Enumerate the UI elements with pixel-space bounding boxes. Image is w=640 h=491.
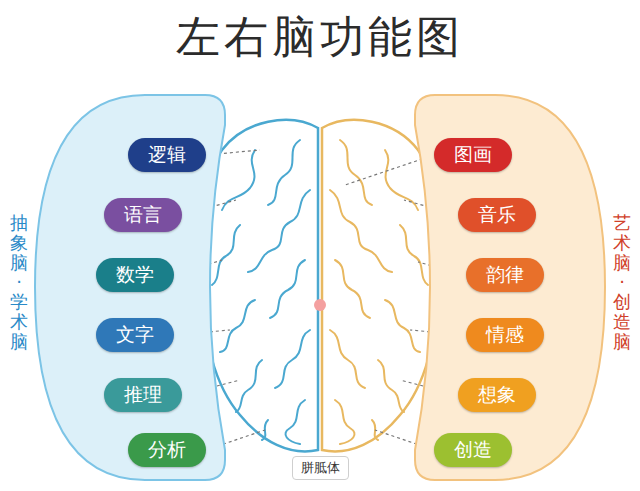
function-label: 音乐 [478,202,516,228]
function-label: 分析 [148,437,186,463]
function-label: 推理 [124,382,162,408]
function-pill: 推理 [104,378,182,412]
function-label: 数学 [116,262,154,288]
label-box: 胼胝体 [292,456,349,480]
function-label: 语言 [124,202,162,228]
diagram-title: 左右脑功能图 [0,8,640,67]
function-pill: 文字 [96,318,174,352]
function-label: 图画 [454,142,492,168]
function-label: 韵律 [486,262,524,288]
function-pill: 语言 [104,198,182,232]
function-label: 情感 [486,322,524,348]
function-label: 想象 [478,382,516,408]
function-pill: 想象 [458,378,536,412]
function-pill: 韵律 [466,258,544,292]
function-label: 创造 [454,437,492,463]
part-label: 胼胝体 [301,460,340,475]
function-pill: 音乐 [458,198,536,232]
function-label: 逻辑 [148,142,186,168]
function-pill: 逻辑 [128,138,206,172]
band-heading: 艺术脑·创造脑 [613,213,631,352]
function-pill: 创造 [434,433,512,467]
function-pill: 图画 [434,138,512,172]
brain-side-band: 艺术脑·创造脑图画音乐韵律情感想象创造 [415,95,605,480]
function-pill: 分析 [128,433,206,467]
function-label: 文字 [116,322,154,348]
function-pill: 情感 [466,318,544,352]
function-pill: 数学 [96,258,174,292]
band-heading: 抽象脑·学术脑 [10,213,28,352]
brain-side-band: 抽象脑·学术脑逻辑语言数学文字推理分析 [35,95,225,480]
